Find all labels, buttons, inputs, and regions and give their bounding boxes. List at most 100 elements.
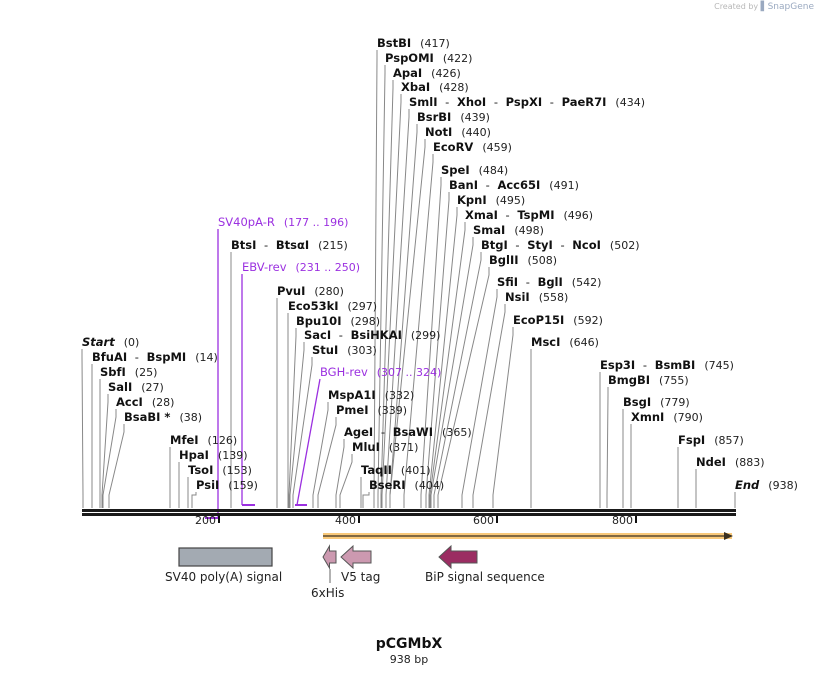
restriction-site-label[interactable]: PvuI(280) (277, 284, 344, 299)
restriction-site-label[interactable]: MfeI(126) (170, 433, 237, 448)
enzyme-name[interactable]: BsrBI (417, 110, 452, 124)
enzyme-name[interactable]: Acc65I (497, 178, 541, 192)
restriction-site-label[interactable]: SalI(27) (108, 380, 164, 395)
enzyme-name[interactable]: BsaWI (392, 425, 434, 439)
enzyme-name[interactable]: BspMI (146, 350, 187, 364)
enzyme-name[interactable]: PsiI (196, 478, 220, 492)
restriction-site-label[interactable]: End(938) (735, 478, 798, 493)
enzyme-name[interactable]: SmlI (409, 95, 438, 109)
enzyme-name[interactable]: BsmBI (654, 358, 696, 372)
restriction-site-label[interactable]: MluI(371) (352, 440, 418, 455)
enzyme-name[interactable]: BmgBI (608, 373, 651, 387)
orf-arrow[interactable] (323, 532, 733, 540)
restriction-site-label[interactable]: XbaI(428) (401, 80, 469, 95)
enzyme-name[interactable]: AgeI (344, 425, 374, 439)
enzyme-name[interactable]: BseRI (369, 478, 406, 492)
restriction-site-label[interactable]: NsiI(558) (505, 290, 568, 305)
restriction-site-label[interactable]: KpnI(495) (457, 193, 525, 208)
enzyme-name[interactable]: HpaI (179, 448, 209, 462)
primer-name[interactable]: BGH-rev (320, 365, 368, 379)
enzyme-name[interactable]: Start (82, 335, 115, 349)
restriction-site-label[interactable]: Esp3I - BsmBI(745) (600, 358, 734, 373)
enzyme-name[interactable]: MscI (531, 335, 561, 349)
restriction-site-label[interactable]: NotI(440) (425, 125, 491, 140)
enzyme-name[interactable]: SalI (108, 380, 133, 394)
restriction-site-label[interactable]: BstBI(417) (377, 36, 450, 51)
enzyme-name[interactable]: PspOMI (385, 51, 434, 65)
feature-sig_peptide[interactable] (438, 544, 478, 570)
enzyme-name[interactable]: BsiHKAI (350, 328, 402, 342)
restriction-site-label[interactable]: Eco53kI(297) (288, 299, 377, 314)
enzyme-name[interactable]: NotI (425, 125, 453, 139)
enzyme-name[interactable]: NsiI (505, 290, 530, 304)
feature-label[interactable]: BiP signal sequence (425, 570, 545, 584)
primer-label[interactable]: EBV-rev(231 .. 250) (242, 260, 360, 275)
enzyme-name[interactable]: SbfI (100, 365, 126, 379)
enzyme-name[interactable]: MluI (352, 440, 380, 454)
restriction-site-label[interactable]: StuI(303) (312, 343, 377, 358)
enzyme-name[interactable]: BsaBI * (124, 410, 171, 424)
enzyme-name[interactable]: SacI (304, 328, 332, 342)
enzyme-name[interactable]: PvuI (277, 284, 306, 298)
enzyme-name[interactable]: XmaI (465, 208, 498, 222)
enzyme-name[interactable]: XbaI (401, 80, 431, 94)
enzyme-name[interactable]: AccI (116, 395, 143, 409)
restriction-site-label[interactable]: BsrBI(439) (417, 110, 490, 125)
restriction-site-label[interactable]: BtgI - StyI - NcoI(502) (481, 238, 640, 253)
enzyme-name[interactable]: EcoRV (433, 140, 474, 154)
enzyme-name[interactable]: BtsI (231, 238, 257, 252)
restriction-site-label[interactable]: FspI(857) (678, 433, 744, 448)
restriction-site-label[interactable]: MscI(646) (531, 335, 599, 350)
restriction-site-label[interactable]: EcoRV(459) (433, 140, 512, 155)
enzyme-name[interactable]: SfiI (497, 275, 519, 289)
enzyme-name[interactable]: KpnI (457, 193, 487, 207)
restriction-site-label[interactable]: Start(0) (82, 335, 139, 350)
restriction-site-label[interactable]: XmaI - TspMI(496) (465, 208, 593, 223)
restriction-site-label[interactable]: BsaBI *(38) (124, 410, 202, 425)
restriction-site-label[interactable]: SpeI(484) (441, 163, 508, 178)
restriction-site-label[interactable]: BmgBI(755) (608, 373, 689, 388)
enzyme-name[interactable]: FspI (678, 433, 706, 447)
restriction-site-label[interactable]: BsgI(779) (623, 395, 690, 410)
enzyme-name[interactable]: PaeR7I (561, 95, 607, 109)
restriction-site-label[interactable]: SmlI - XhoI - PspXI - PaeR7I(434) (409, 95, 645, 110)
restriction-site-label[interactable]: SbfI(25) (100, 365, 157, 380)
restriction-site-label[interactable]: MspA1I(332) (328, 388, 414, 403)
restriction-site-label[interactable]: NdeI(883) (696, 455, 765, 470)
restriction-site-label[interactable]: BseRI(404) (369, 478, 444, 493)
restriction-site-label[interactable]: TsoI(153) (188, 463, 252, 478)
enzyme-name[interactable]: BfuAI (92, 350, 128, 364)
enzyme-name[interactable]: End (735, 478, 760, 492)
enzyme-name[interactable]: EcoP15I (513, 313, 565, 327)
enzyme-name[interactable]: BsgI (623, 395, 652, 409)
feature-polyA[interactable] (178, 547, 273, 567)
enzyme-name[interactable]: XmnI (631, 410, 665, 424)
enzyme-name[interactable]: ApaI (393, 66, 423, 80)
restriction-site-label[interactable]: BfuAI - BspMI(14) (92, 350, 218, 365)
restriction-site-label[interactable]: Bpu10I(298) (296, 314, 380, 329)
restriction-site-label[interactable]: PspOMI(422) (385, 51, 472, 66)
enzyme-name[interactable]: TspMI (517, 208, 555, 222)
feature-label[interactable]: SV40 poly(A) signal (165, 570, 283, 584)
enzyme-name[interactable]: Eco53kI (288, 299, 339, 313)
restriction-site-label[interactable]: PsiI(159) (196, 478, 258, 493)
restriction-site-label[interactable]: SfiI - BglI(542) (497, 275, 601, 290)
restriction-site-label[interactable]: TaqII(401) (361, 463, 431, 478)
restriction-site-label[interactable]: BanI - Acc65I(491) (449, 178, 579, 193)
feature-tag[interactable] (340, 544, 372, 570)
enzyme-name[interactable]: BglII (489, 253, 519, 267)
restriction-site-label[interactable]: BglII(508) (489, 253, 557, 268)
primer-label[interactable]: SV40pA-R(177 .. 196) (218, 215, 348, 230)
restriction-site-label[interactable]: PmeI(339) (336, 403, 407, 418)
enzyme-name[interactable]: MspA1I (328, 388, 376, 402)
enzyme-name[interactable]: MfeI (170, 433, 199, 447)
enzyme-name[interactable]: PmeI (336, 403, 369, 417)
enzyme-name[interactable]: BanI (449, 178, 478, 192)
restriction-site-label[interactable]: XmnI(790) (631, 410, 703, 425)
enzyme-name[interactable]: XhoI (456, 95, 487, 109)
enzyme-name[interactable]: BtsαI (275, 238, 310, 252)
primer-name[interactable]: EBV-rev (242, 260, 287, 274)
restriction-site-label[interactable]: AgeI - BsaWI(365) (344, 425, 472, 440)
enzyme-name[interactable]: NdeI (696, 455, 726, 469)
enzyme-name[interactable]: StuI (312, 343, 339, 357)
